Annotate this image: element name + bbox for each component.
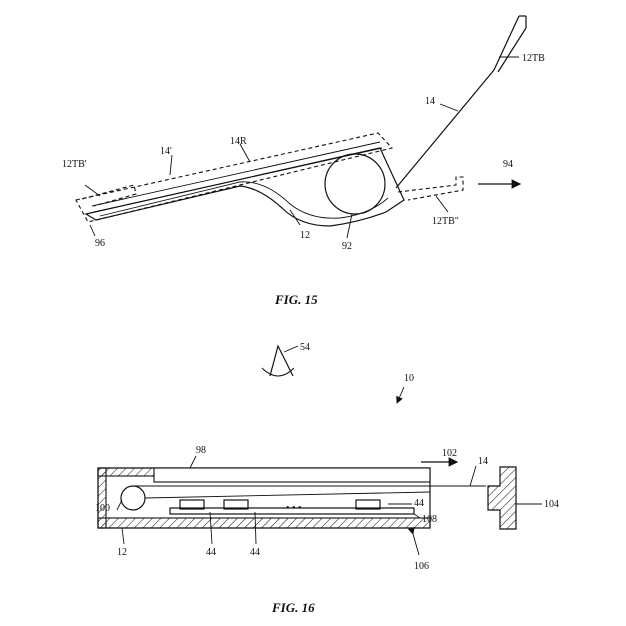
label-12tb-prime: 12TB': [62, 159, 87, 170]
roller-92: [324, 153, 386, 215]
component-44-2: [223, 499, 249, 510]
label-14: 14: [478, 456, 488, 467]
figure-15: 12TB 14 14R 14' 12TB' 94 12TB" 96 12 92 …: [62, 15, 545, 307]
label-100: 100: [95, 503, 110, 514]
leader-14p: [169, 154, 173, 176]
leader-14: [439, 103, 459, 112]
label-92: 92: [342, 241, 352, 252]
display-layer-inner: [93, 147, 383, 213]
leader-12tb-double-prime: [435, 195, 449, 213]
leader-96: [89, 224, 96, 237]
display-top-segment-2: [497, 27, 527, 73]
label-104: 104: [544, 499, 559, 510]
label-96: 96: [95, 238, 105, 249]
housing-12: [84, 147, 405, 227]
leader-108: [413, 513, 421, 519]
tab-12tb-prime: [81, 184, 137, 207]
leader-12tb-prime: [84, 184, 101, 197]
pulling-member-104: [487, 466, 517, 530]
label-54: 54: [300, 342, 310, 353]
leader-54: [283, 345, 299, 353]
display-layer-14r: [91, 141, 381, 207]
substrate-108: [169, 507, 415, 515]
label-12: 12: [117, 547, 127, 558]
housing-bottom-wall: [97, 517, 431, 529]
pointer-106: [407, 526, 420, 556]
leader-100: [116, 499, 123, 511]
display-return-path: [144, 491, 431, 499]
leader-12: [121, 527, 125, 545]
figure-16: 54 10 • • •: [95, 342, 559, 615]
leader-14r: [239, 143, 251, 163]
label-106: 106: [414, 561, 429, 572]
component-44-3: [355, 499, 381, 510]
label-44c: 44: [250, 547, 260, 558]
label-102: 102: [442, 448, 457, 459]
label-14r: 14R: [230, 136, 247, 147]
label-44b: 44: [206, 547, 216, 558]
tab-12tb-double-prime: [397, 176, 464, 201]
component-44-1: [179, 499, 205, 510]
display-top-segment: [493, 15, 520, 71]
caption-fig-16: FIG. 16: [271, 600, 315, 615]
label-14-prime: 14': [160, 146, 172, 157]
label-44a: 44: [414, 498, 424, 509]
caption-fig-15: FIG. 15: [274, 292, 318, 307]
label-12tb-double-prime: 12TB": [432, 216, 459, 227]
label-12tb: 12TB: [522, 53, 545, 64]
leader-92: [346, 213, 353, 239]
label-10: 10: [404, 373, 414, 384]
leader-14: [469, 465, 477, 487]
leader-44b: [209, 511, 213, 545]
roller-100: [120, 485, 146, 511]
label-14: 14: [425, 96, 435, 107]
leader-44c: [254, 511, 257, 545]
label-94: 94: [503, 159, 513, 170]
leader-12: [289, 209, 301, 226]
label-108: 108: [422, 514, 437, 525]
pointer-10: [396, 386, 405, 404]
label-12: 12: [300, 230, 310, 241]
ellipsis-dots: • • •: [286, 503, 302, 514]
label-98: 98: [196, 445, 206, 456]
viewer-eye-arc: [261, 367, 295, 377]
viewer-eye-54: [269, 344, 294, 377]
leader-98: [189, 455, 197, 469]
flexible-display-14: [395, 69, 495, 189]
window-98: [153, 467, 431, 483]
stowed-display-outline: [75, 132, 394, 223]
